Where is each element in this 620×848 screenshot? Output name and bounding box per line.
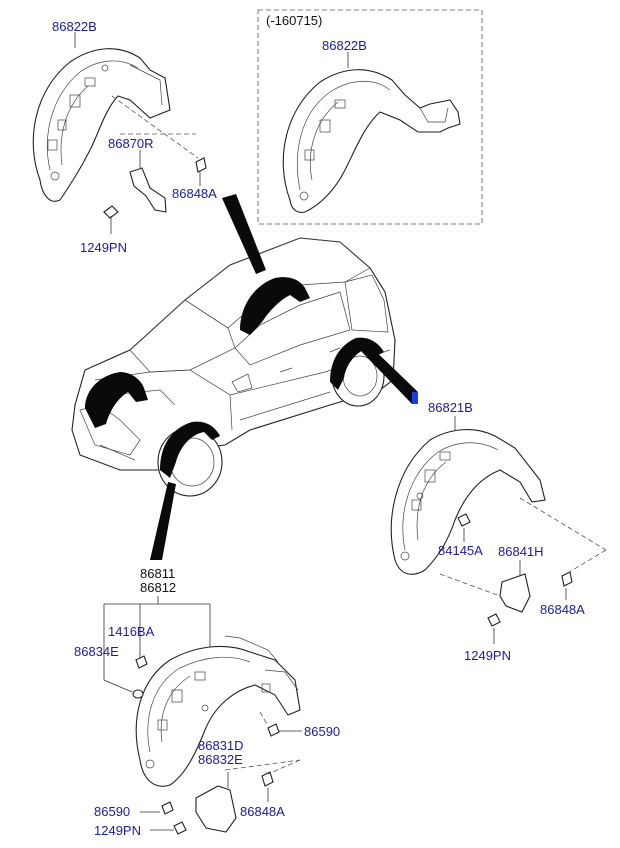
label-86812: 86812 xyxy=(140,580,176,595)
screw-front-bottom xyxy=(173,821,187,835)
label-86811: 86811 xyxy=(140,566,175,581)
rear-wheel-guard-right-group: 86821B 84145A 86841H 86848A 1249PN xyxy=(390,400,607,663)
wheel-guard-liner-right xyxy=(390,429,546,575)
highlight-rear-upper-liner xyxy=(240,277,310,335)
label-1249PN-bottom: 1249PN xyxy=(94,823,141,838)
screw-left xyxy=(103,205,119,219)
label-86831D: 86831D xyxy=(198,738,244,753)
label-1249PN-left: 1249PN xyxy=(80,240,127,255)
pointer-front xyxy=(150,482,176,560)
label-84145A: 84145A xyxy=(438,543,483,558)
nut-front-bottom xyxy=(161,801,174,815)
highlight-front-liner xyxy=(85,372,148,428)
bracket-right xyxy=(499,573,531,613)
label-1249PN-right: 1249PN xyxy=(464,648,511,663)
label-86834E: 86834E xyxy=(74,644,119,659)
pointer-rear-right-tip xyxy=(412,392,418,404)
pointer-rear-right xyxy=(360,342,418,404)
variant-box: (-160715) 86822B xyxy=(257,9,483,225)
car-illustration xyxy=(71,194,418,560)
label-86822B-variant: 86822B xyxy=(322,38,367,53)
label-86848A-front: 86848A xyxy=(240,804,285,819)
nut-front xyxy=(267,723,280,737)
label-86870R: 86870R xyxy=(108,136,154,151)
bracket-left xyxy=(129,167,167,213)
label-86841H: 86841H xyxy=(498,544,544,559)
mudguard-front xyxy=(195,785,237,833)
highlight-front-wheel-liner xyxy=(160,421,220,478)
wheel-guard-liner-front xyxy=(135,645,301,787)
nut-right xyxy=(457,513,471,527)
variant-frame xyxy=(257,9,483,225)
clip-left xyxy=(195,157,207,173)
label-86821B: 86821B xyxy=(428,400,473,415)
label-1416BA: 1416BA xyxy=(108,624,155,639)
screw-right xyxy=(487,613,501,627)
label-86822B-left: 86822B xyxy=(52,19,97,34)
front-wheel-guard-group: 86811 86812 xyxy=(74,566,340,838)
variant-note: (-160715) xyxy=(266,13,322,28)
screw-front-1 xyxy=(135,655,148,669)
rear-wheel-guard-left-group: 86822B 86870R 86848A 1249PN xyxy=(32,19,217,255)
label-86832E: 86832E xyxy=(198,752,243,767)
pointer-rear-upper xyxy=(222,194,266,274)
label-86590-right: 86590 xyxy=(304,724,340,739)
clip-front xyxy=(261,771,274,787)
label-86848A-left: 86848A xyxy=(172,186,217,201)
washer-front xyxy=(132,689,144,699)
wheel-guard-liner-upper-left xyxy=(32,48,171,202)
label-86590-bottom: 86590 xyxy=(94,804,130,819)
wheel-guard-liner-variant xyxy=(282,69,461,213)
clip-right xyxy=(561,571,573,587)
label-86848A-right: 86848A xyxy=(540,602,585,617)
highlight-rear-wheel-liner xyxy=(330,337,384,390)
